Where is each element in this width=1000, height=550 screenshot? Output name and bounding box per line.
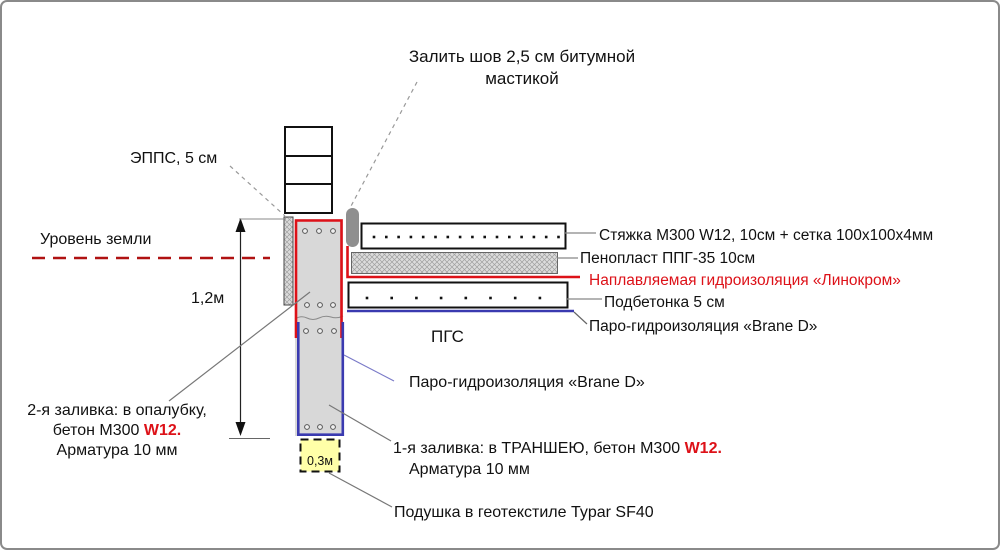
subconcrete-layer (347, 281, 569, 309)
rebar-dots-row4 (304, 424, 336, 430)
pour2-line1: 2-я заливка: в опалубку, (27, 402, 207, 419)
geotextile-cushion (299, 438, 341, 473)
wall-blocks (284, 126, 333, 214)
seam-annotation: Залить шов 2,5 см битумной мастикой (408, 47, 636, 88)
floor-vapor-annotation: Паро-гидроизоляция «Brane D» (589, 318, 818, 335)
screed-layer (360, 222, 567, 250)
eps-leader-line (229, 165, 286, 217)
concrete-column (295, 219, 343, 436)
rebar-dots-row3 (303, 328, 337, 334)
seam-leader-line (349, 81, 418, 209)
pour2-leader-line (168, 291, 311, 402)
rebar-dots-row2 (304, 302, 336, 308)
pour1-prefix: 1-я заливка: в ТРАНШЕЮ, бетон М300 (393, 440, 685, 457)
column-blue-membrane (297, 322, 345, 436)
ground-level-annotation: Уровень земли (40, 231, 152, 248)
column-red-outline (294, 219, 343, 338)
foam-annotation: Пенопласт ППГ-35 10см (580, 250, 756, 267)
foam-layer (351, 252, 558, 274)
rebar-dots-row1 (302, 228, 336, 234)
weld-waterproofing-annotation: Наплавляемая гидроизоляция «Линокром» (589, 272, 901, 289)
column-vapor-annotation: Паро-гидроизоляция «Brane D» (409, 374, 645, 391)
pour2-line2-prefix: бетон М300 (52, 422, 144, 439)
cold-joint-line (294, 315, 344, 320)
eps-insulation-strip (283, 216, 294, 306)
floor-vapor-leader-line (573, 311, 588, 325)
pour1-annotation: 1-я заливка: в ТРАНШЕЮ, бетон М300 W12. (393, 439, 722, 459)
subconcrete-annotation: Подбетонка 5 см (604, 294, 725, 311)
eps-annotation: ЭППС, 5 см (130, 150, 218, 167)
bitumen-mastic-plug (346, 208, 359, 247)
screed-mesh-dots (372, 235, 560, 239)
pour1-leader-line (328, 404, 392, 442)
screed-annotation: Стяжка М300 W12, 10см + сетка 100х100х4м… (599, 227, 934, 244)
column-vapor-leader-line (343, 354, 395, 382)
pour2-line3: Арматура 10 мм (56, 442, 178, 459)
height-dimension-value: 1,2м (191, 290, 225, 307)
pour1-rebar-annotation: Арматура 10 мм (409, 461, 530, 478)
weld-waterproofing-line (346, 246, 580, 279)
pgs-annotation: ПГС (431, 327, 464, 346)
width-dimension-value: 0,3м (307, 454, 333, 468)
cushion-annotation: Подушка в геотекстиле Typar SF40 (394, 504, 654, 521)
cushion-leader-line (328, 472, 393, 508)
subconcrete-dots (365, 296, 542, 300)
height-dimension (229, 218, 286, 439)
pour2-annotation: 2-я заливка: в опалубку, бетон М300 W12.… (24, 401, 210, 461)
pour2-w12-grade: W12. (143, 422, 182, 439)
pour1-w12-grade: W12. (684, 440, 722, 457)
